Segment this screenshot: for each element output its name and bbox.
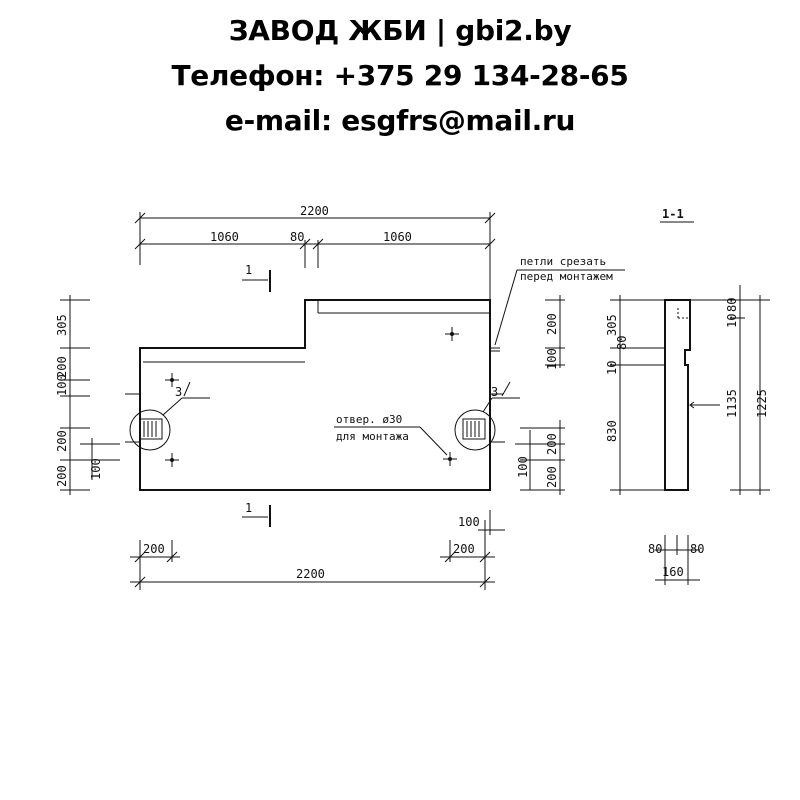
svg-text:1060: 1060 — [383, 230, 412, 244]
svg-text:830: 830 — [605, 420, 619, 442]
svg-text:1225: 1225 — [755, 389, 769, 418]
svg-text:160: 160 — [662, 565, 684, 579]
svg-text:2200: 2200 — [300, 204, 329, 218]
svg-text:200: 200 — [453, 542, 475, 556]
svg-text:200: 200 — [545, 466, 559, 488]
svg-text:100: 100 — [516, 456, 530, 478]
embedded-part-right: 3 — [454, 381, 520, 451]
svg-text:2200: 2200 — [296, 567, 325, 581]
svg-text:1060: 1060 — [210, 230, 239, 244]
svg-text:80: 80 — [725, 298, 739, 312]
svg-text:200: 200 — [143, 542, 165, 556]
node-mark-right: 3 — [491, 385, 498, 399]
svg-text:200: 200 — [545, 313, 559, 335]
dimensions-bottom: 200 200 100 2200 — [130, 510, 505, 590]
section-mark-bottom: 1 — [242, 501, 271, 527]
svg-text:200: 200 — [55, 465, 69, 487]
node-mark-left: 3 — [175, 385, 182, 399]
header-email: e-mail: esgfrs@mail.ru — [224, 104, 576, 137]
svg-text:10: 10 — [725, 314, 739, 328]
svg-text:100: 100 — [458, 515, 480, 529]
svg-text:10: 10 — [605, 361, 619, 375]
dimensions-left: 305 200 100 200 200 100 — [55, 295, 120, 495]
svg-text:305: 305 — [55, 314, 69, 336]
embedded-part-left: 3 — [129, 381, 210, 451]
svg-text:100: 100 — [55, 374, 69, 396]
svg-text:80: 80 — [615, 336, 629, 350]
svg-text:200: 200 — [545, 433, 559, 455]
header: ЗАВОД ЖБИ | gbi2.by Телефон: +375 29 134… — [0, 8, 800, 143]
mounting-holes — [165, 327, 459, 467]
note-loops-line1: петли срезать — [520, 255, 606, 268]
svg-text:80: 80 — [690, 542, 704, 556]
section-title: 1-1 — [662, 207, 684, 221]
note-loops-line2: перед монтажем — [520, 270, 613, 283]
note-hole-line1: отвер. ø30 — [336, 413, 402, 426]
svg-text:1: 1 — [245, 263, 252, 277]
svg-text:200: 200 — [55, 356, 69, 378]
svg-text:1: 1 — [245, 501, 252, 515]
svg-text:100: 100 — [545, 348, 559, 370]
svg-text:1135: 1135 — [725, 389, 739, 418]
svg-text:80: 80 — [648, 542, 662, 556]
header-title: ЗАВОД ЖБИ | gbi2.by — [228, 14, 572, 47]
dimensions-top: 2200 1060 80 1060 — [134, 204, 496, 300]
section-view: 1-1 305 80 10 830 80 10 1135 1225 80 80 — [605, 207, 770, 585]
dimensions-right: 200 100 100 200 200 — [515, 295, 565, 495]
note-hole-line2: для монтажа — [336, 430, 409, 443]
svg-text:100: 100 — [89, 458, 103, 480]
header-phone: Телефон: +375 29 134-28-65 — [171, 59, 629, 92]
section-mark-top: 1 — [242, 263, 271, 292]
svg-text:200: 200 — [55, 430, 69, 452]
svg-text:305: 305 — [605, 314, 619, 336]
svg-text:80: 80 — [290, 230, 304, 244]
